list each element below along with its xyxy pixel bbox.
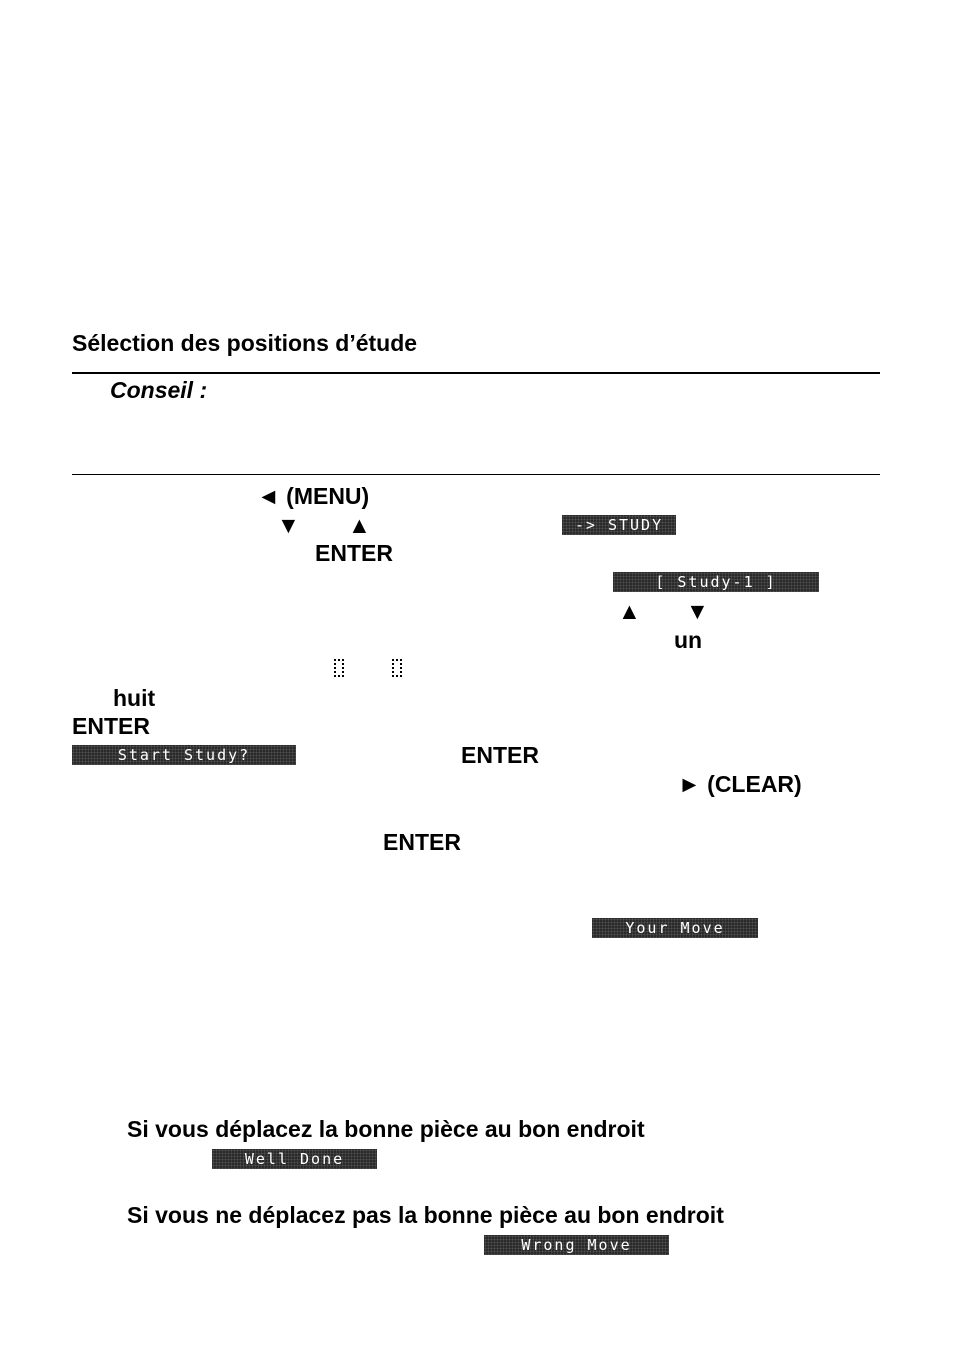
enter-key-2: ENTER xyxy=(72,713,150,739)
bottom-rule xyxy=(72,474,880,475)
result-correct: Si vous déplacez la bonne pièce au bon e… xyxy=(127,1116,645,1142)
arrow-down-key-2: ▼ xyxy=(686,598,709,624)
section-title: Sélection des positions d’étude xyxy=(72,330,418,356)
arrow-up-key-2: ▲ xyxy=(618,598,641,624)
lcd-study: -> STUDY xyxy=(562,515,676,535)
word-huit: huit xyxy=(113,685,156,711)
clear-key: ► (CLEAR) xyxy=(678,771,802,797)
lcd-start-study: Start Study? xyxy=(72,745,296,765)
enter-key-1: ENTER xyxy=(315,540,393,566)
result-incorrect: Si vous ne déplacez pas la bonne pièce a… xyxy=(127,1202,724,1228)
top-rule xyxy=(72,372,880,374)
word-un: un xyxy=(674,627,703,653)
tip-label: Conseil : xyxy=(110,377,208,403)
arrow-down-key: ▼ xyxy=(277,512,300,538)
left-bracket-icon xyxy=(334,659,344,677)
lcd-study-number: [ Study-1 ] xyxy=(613,572,819,592)
right-bracket-icon xyxy=(392,659,402,677)
enter-key-4: ENTER xyxy=(383,829,461,855)
arrow-up-key: ▲ xyxy=(348,512,371,538)
lcd-your-move: Your Move xyxy=(592,918,758,938)
enter-key-3: ENTER xyxy=(461,742,539,768)
lcd-well-done: Well Done xyxy=(212,1149,377,1169)
menu-key: ◄ (MENU) xyxy=(257,483,370,509)
lcd-wrong-move: Wrong Move xyxy=(484,1235,669,1255)
